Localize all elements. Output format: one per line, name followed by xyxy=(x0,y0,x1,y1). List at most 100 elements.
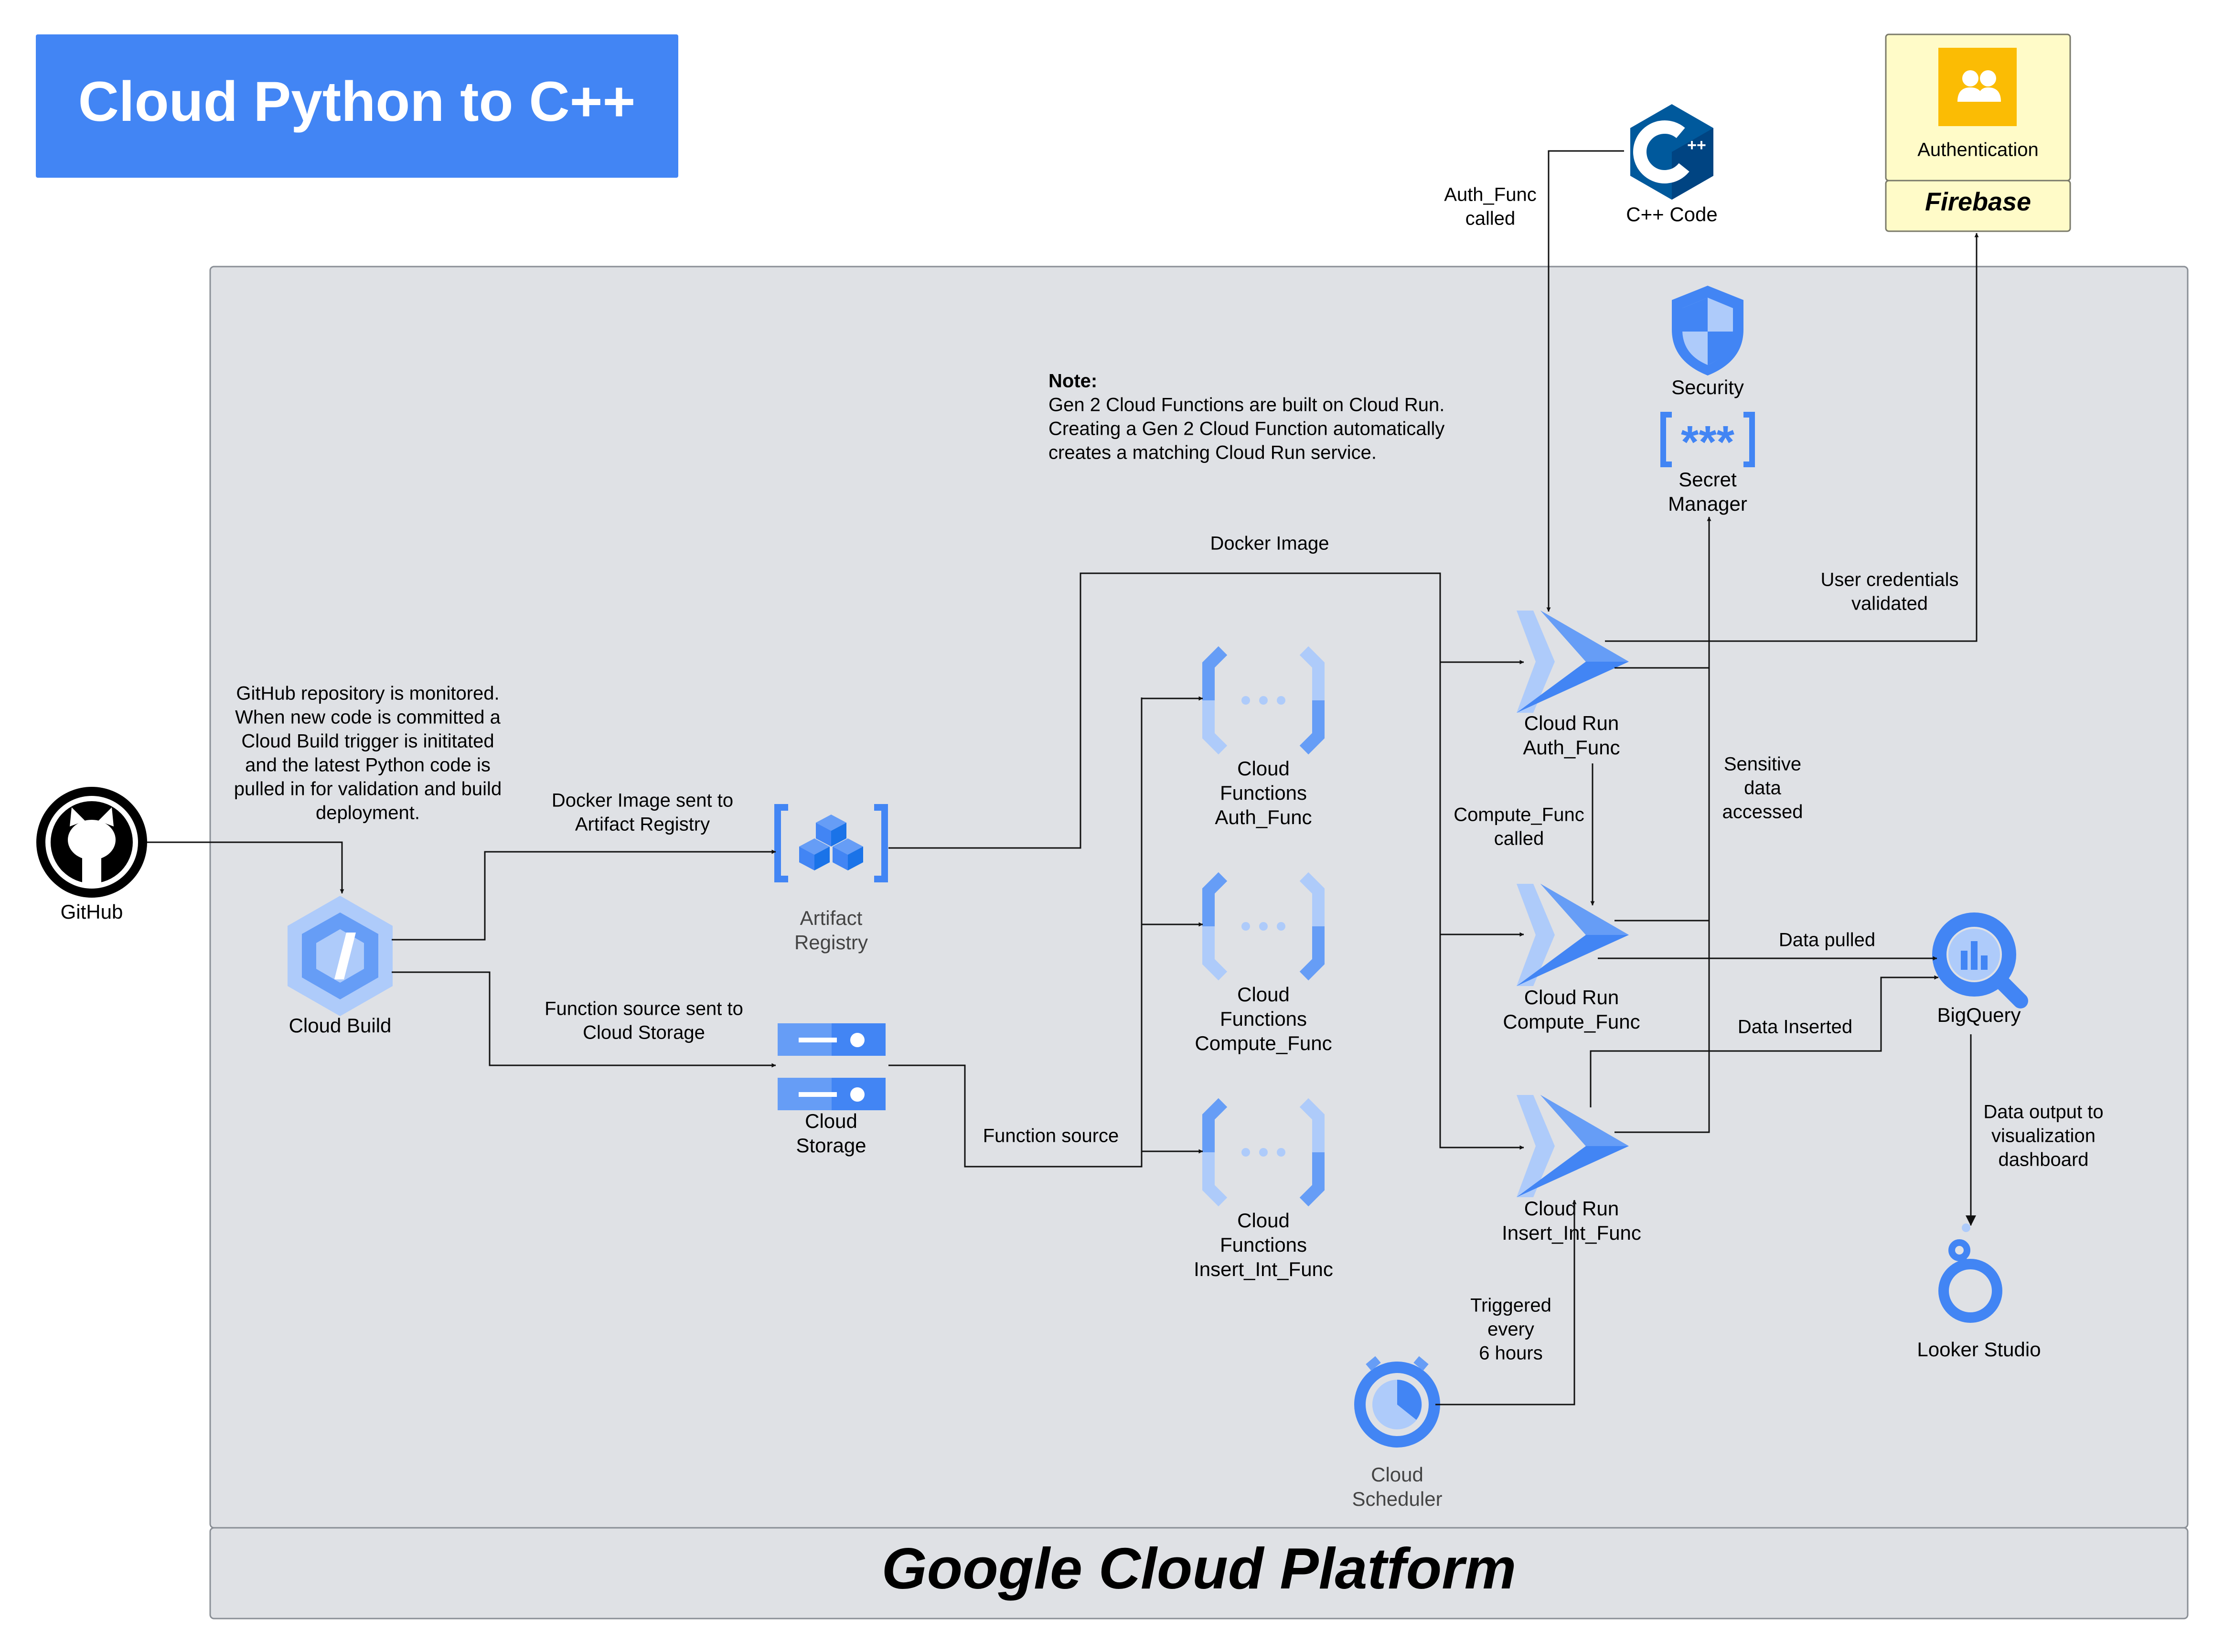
security-shield-icon xyxy=(1672,286,1743,375)
note-block: Note: Gen 2 Cloud Functions are built on… xyxy=(1048,371,1444,463)
cloud-functions-compute-label: Cloud Functions Compute_Func xyxy=(1195,983,1332,1054)
edge-github-build xyxy=(147,841,344,894)
authentication-label: Authentication xyxy=(1917,139,2039,161)
cf-compute-line-3: Compute_Func xyxy=(1195,1032,1332,1054)
note-heading: Note: xyxy=(1048,371,1097,392)
run-auth-line-2: Auth_Func xyxy=(1523,736,1620,759)
label-compute-called-2: called xyxy=(1494,828,1544,849)
edge-labels: GitHub repository is monitored. When new… xyxy=(234,184,2104,1364)
edge-scheduler-run-insert xyxy=(1435,1200,1577,1405)
authentication-icon xyxy=(1938,48,2017,126)
github-note-6: deployment. xyxy=(316,803,420,824)
label-triggered-2: every xyxy=(1487,1319,1534,1340)
cloud-run-labels: Cloud Run Auth_Func Cloud Run Compute_Fu… xyxy=(1502,712,1641,1244)
cloud-build-icon xyxy=(288,896,393,1016)
cf-insert-line-2: Functions xyxy=(1220,1234,1307,1256)
label-function-source: Function source xyxy=(983,1126,1119,1147)
edge-run-insert-secret xyxy=(1615,668,1710,1133)
cloud-storage-label-2: Storage xyxy=(796,1134,866,1157)
cloud-scheduler-icon xyxy=(1354,1356,1440,1448)
svg-text:***: *** xyxy=(1681,417,1735,468)
label-docker-image: Docker Image xyxy=(1210,533,1329,554)
run-insert-line-1: Cloud Run xyxy=(1524,1197,1619,1220)
edge-registry-docker xyxy=(888,572,1441,849)
edge-storage-source xyxy=(888,697,1143,1168)
secret-manager-label-1: Secret xyxy=(1679,468,1737,491)
label-triggered-1: Triggered xyxy=(1470,1295,1551,1316)
artifact-registry-label-1: Artifact xyxy=(800,907,863,929)
label-sensitive-1: Sensitive xyxy=(1724,754,1801,775)
label-data-inserted: Data Inserted xyxy=(1738,1017,1852,1038)
bigquery-icon xyxy=(1932,912,2028,1008)
label-auth-called-1: Auth_Func xyxy=(1444,184,1536,205)
cloud-scheduler-label-2: Scheduler xyxy=(1352,1488,1442,1510)
label-source-storage-1: Function source sent to xyxy=(545,998,743,1019)
secret-manager-icon: *** xyxy=(1660,412,1755,468)
cpp-icon: ++ xyxy=(1630,104,1713,200)
github-note-2: When new code is committed a xyxy=(235,707,501,728)
run-compute-line-1: Cloud Run xyxy=(1524,986,1619,1008)
secret-manager-label-2: Manager xyxy=(1668,493,1747,515)
firebase-label: Firebase xyxy=(1925,187,2031,216)
label-data-pulled: Data pulled xyxy=(1779,930,1875,951)
svg-text:++: ++ xyxy=(1687,136,1706,154)
run-auth-line-1: Cloud Run xyxy=(1524,712,1619,734)
cloud-functions-auth-icon xyxy=(1202,646,1325,755)
github-icon xyxy=(36,787,147,898)
label-user-cred-1: User credentials xyxy=(1820,569,1958,590)
cf-insert-line-3: Insert_Int_Func xyxy=(1194,1258,1333,1280)
cf-auth-line-2: Functions xyxy=(1220,782,1307,804)
cloud-functions-insert-label: Cloud Functions Insert_Int_Func xyxy=(1194,1209,1333,1280)
security-label: Security xyxy=(1671,376,1744,398)
bigquery-label: BigQuery xyxy=(1937,1004,2021,1026)
label-data-output-3: dashboard xyxy=(1998,1149,2088,1170)
label-compute-called-1: Compute_Func xyxy=(1454,805,1584,826)
note-line-1: Gen 2 Cloud Functions are built on Cloud… xyxy=(1048,395,1444,416)
github-note-1: GitHub repository is monitored. xyxy=(236,683,499,704)
cpp-code-label: C++ Code xyxy=(1626,203,1717,225)
cloud-build-label: Cloud Build xyxy=(289,1014,392,1037)
cloud-scheduler-label-1: Cloud xyxy=(1371,1463,1423,1486)
cf-auth-line-3: Auth_Func xyxy=(1215,806,1312,828)
cf-auth-line-1: Cloud xyxy=(1237,757,1290,780)
run-insert-line-2: Insert_Int_Func xyxy=(1502,1222,1641,1244)
title-text: Cloud Python to C++ xyxy=(78,70,636,133)
edge-cpp-run-auth xyxy=(1546,150,1624,612)
github-label: GitHub xyxy=(61,901,123,923)
github-note-3: Cloud Build trigger is inititated xyxy=(241,731,494,752)
label-docker-registry-2: Artifact Registry xyxy=(575,814,710,835)
artifact-registry-label-2: Registry xyxy=(794,931,868,954)
note-line-2: Creating a Gen 2 Cloud Function automati… xyxy=(1048,418,1444,440)
github-note-5: pulled in for validation and build xyxy=(234,779,502,800)
label-data-output-2: visualization xyxy=(1991,1126,2096,1147)
gcp-label: Google Cloud Platform xyxy=(882,1536,1516,1601)
label-source-storage-2: Cloud Storage xyxy=(583,1022,705,1043)
label-sensitive-3: accessed xyxy=(1722,802,1803,823)
title-banner: Cloud Python to C++ xyxy=(36,34,678,178)
edge-docker-run-insert xyxy=(1439,934,1524,1150)
cloud-functions-auth-label: Cloud Functions Auth_Func xyxy=(1215,757,1312,828)
cloud-functions-insert-icon xyxy=(1202,1098,1325,1207)
cloud-run-compute-icon xyxy=(1517,884,1629,986)
cloud-run-auth-icon xyxy=(1517,611,1629,713)
cloud-storage-icon xyxy=(778,1023,886,1110)
cf-insert-line-1: Cloud xyxy=(1237,1209,1290,1232)
cf-compute-line-1: Cloud xyxy=(1237,983,1290,1006)
label-data-output-1: Data output to xyxy=(1983,1102,2103,1123)
gcp-container: Google Cloud Platform xyxy=(209,266,2189,1620)
label-sensitive-2: data xyxy=(1744,778,1782,799)
firebase-box: Authentication Firebase xyxy=(1885,33,2071,232)
label-user-cred-2: validated xyxy=(1851,593,1928,614)
github-note-4: and the latest Python code is xyxy=(245,755,491,776)
run-compute-line-2: Compute_Func xyxy=(1503,1010,1640,1033)
label-triggered-3: 6 hours xyxy=(1479,1343,1542,1364)
connectors xyxy=(147,150,1979,1405)
edge-run-auth-firebase xyxy=(1605,233,1979,642)
edge-build-registry xyxy=(392,849,776,941)
label-auth-called-2: called xyxy=(1465,208,1516,229)
edge-build-storage xyxy=(392,971,776,1068)
cloud-run-insert-icon xyxy=(1517,1095,1629,1197)
cf-compute-line-2: Functions xyxy=(1220,1008,1307,1030)
note-line-3: creates a matching Cloud Run service. xyxy=(1048,442,1377,463)
